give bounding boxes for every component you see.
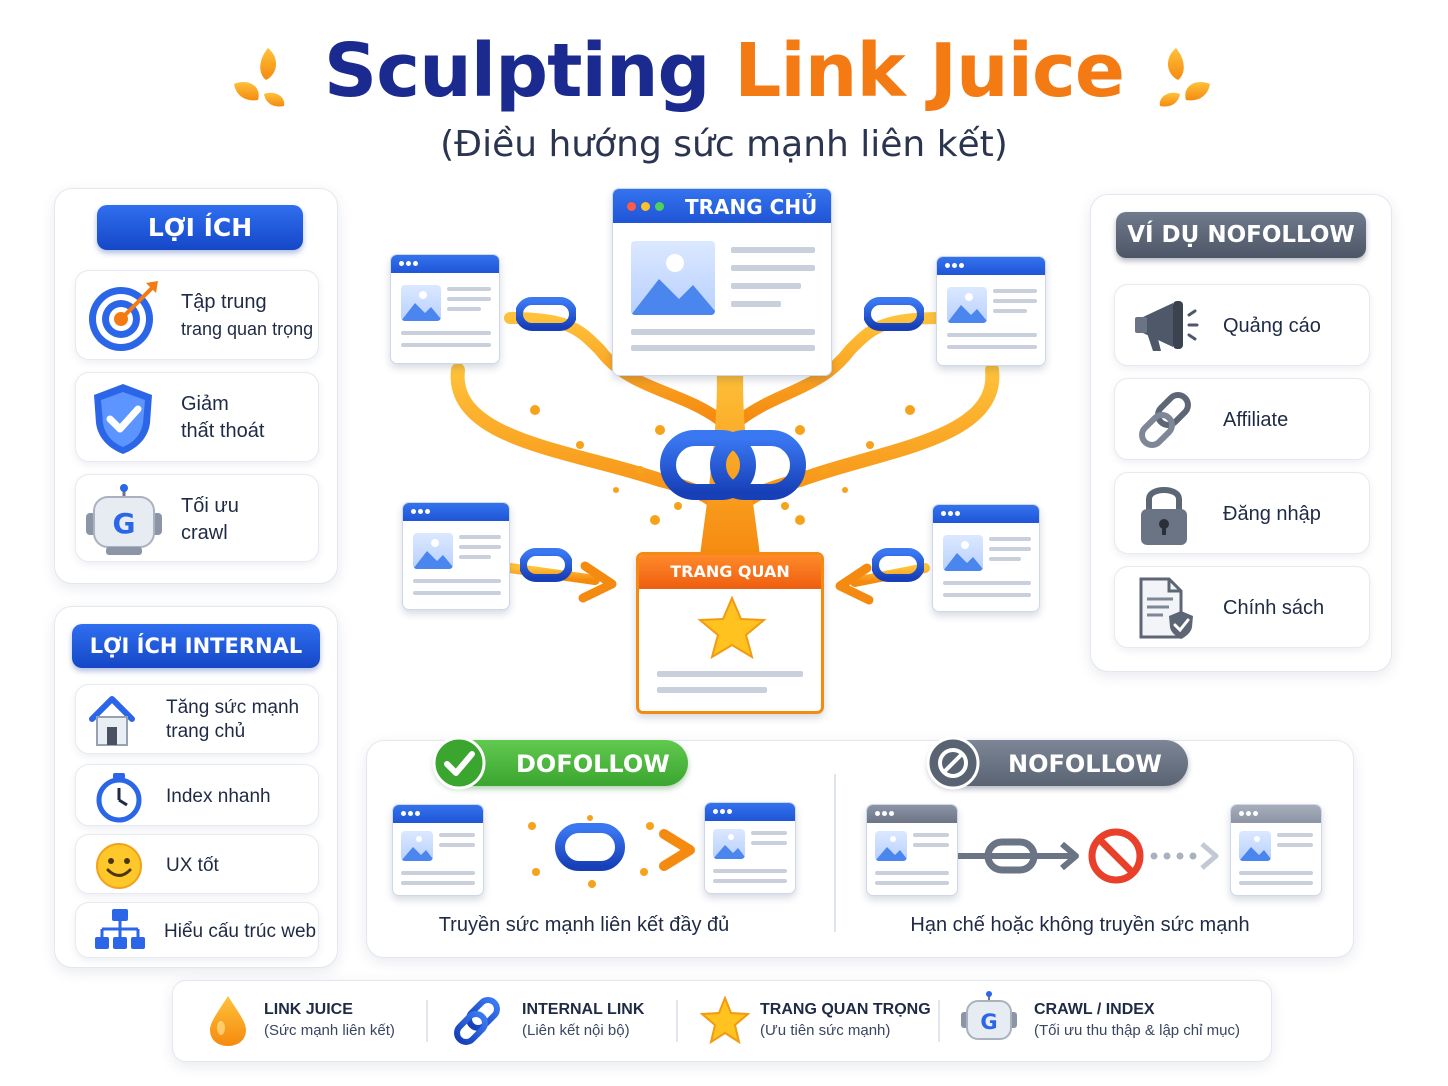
internal-link-header: LỢI ÍCH INTERNAL LINK bbox=[72, 624, 320, 702]
legend-divider bbox=[426, 1000, 428, 1042]
compare-divider bbox=[834, 774, 836, 932]
nofollow-badge: NOFOLLOW bbox=[926, 736, 1188, 790]
legend-link-juice-sub: (Sức mạnh liên kết) bbox=[264, 1022, 395, 1039]
smiley-icon bbox=[96, 843, 142, 889]
link-icon bbox=[454, 997, 500, 1045]
legend-crawl-index-title: CRAWL / INDEX bbox=[1034, 1001, 1155, 1018]
juice-splash-icon bbox=[234, 48, 285, 107]
stopwatch-icon bbox=[96, 773, 142, 823]
legend-important-page-title: TRANG QUAN TRỌNG bbox=[760, 1001, 931, 1018]
page-window-mid-right bbox=[932, 504, 1040, 612]
chain-link-icon bbox=[864, 297, 924, 331]
dofollow-badge: DOFOLLOW bbox=[432, 736, 688, 790]
svg-text:G: G bbox=[980, 1010, 997, 1034]
juice-splash-icon bbox=[1159, 48, 1210, 107]
home-page-window: TRANG CHỦ bbox=[612, 188, 832, 376]
nofollow-item-policy: Chính sách bbox=[1114, 566, 1370, 648]
google-robot-icon: G bbox=[86, 484, 162, 555]
chain-link-icon bbox=[1139, 392, 1191, 448]
internal-item-index: Index nhanh bbox=[75, 764, 319, 826]
legend-internal-link-sub: (Liên kết nội bộ) bbox=[522, 1022, 630, 1039]
legend-link-juice-title: LINK JUICE bbox=[264, 1001, 353, 1018]
benefit-item-reduce-loss: Giảm thất thoát bbox=[75, 372, 319, 462]
legend-divider bbox=[938, 1000, 940, 1042]
important-page-label: TRANG QUAN TRỌNG bbox=[639, 555, 821, 615]
svg-text:G: G bbox=[113, 507, 136, 540]
chain-link-icon bbox=[872, 548, 924, 582]
sitemap-icon bbox=[95, 909, 145, 949]
home-icon bbox=[89, 696, 135, 746]
dofollow-link-arrow bbox=[484, 815, 695, 888]
benefit-item-crawl: G Tối ưu crawl bbox=[75, 474, 319, 562]
nofollow-caption: Hạn chế hoặc không truyền sức mạnh bbox=[910, 914, 1250, 936]
star-icon bbox=[700, 996, 750, 1044]
juice-droplets bbox=[530, 405, 915, 525]
nofollow-link-blocked bbox=[958, 828, 1219, 884]
google-robot-icon: G bbox=[961, 991, 1017, 1040]
prohibited-icon bbox=[926, 736, 980, 790]
page-window-top-left bbox=[390, 254, 500, 364]
juice-drop-icon bbox=[210, 996, 246, 1046]
nofollow-item-ads: Quảng cáo bbox=[1114, 284, 1370, 366]
home-page-label: TRANG CHỦ bbox=[685, 195, 818, 219]
internal-item-structure: Hiểu cấu trúc web bbox=[75, 902, 319, 958]
nofollow-examples-header: VÍ DỤ NOFOLLOW bbox=[1116, 212, 1366, 258]
legend-crawl-index-sub: (Tối ưu thu thập & lập chỉ mục) bbox=[1034, 1022, 1240, 1039]
benefits-header: LỢI ÍCH bbox=[97, 205, 303, 250]
image-placeholder-icon bbox=[631, 241, 715, 315]
dofollow-caption: Truyền sức mạnh liên kết đầy đủ bbox=[438, 914, 730, 936]
dofollow-source-page bbox=[392, 804, 484, 896]
blocked-icon bbox=[1088, 828, 1144, 884]
dofollow-target-page bbox=[704, 802, 796, 894]
megaphone-icon bbox=[1135, 301, 1199, 351]
link-juice-flow-diagram bbox=[450, 312, 1000, 605]
internal-item-home: Tăng sức mạnh trang chủ bbox=[75, 684, 319, 754]
padlock-icon bbox=[1141, 487, 1187, 545]
policy-document-icon bbox=[1139, 577, 1193, 639]
target-icon bbox=[89, 281, 158, 351]
legend-internal-link-title: INTERNAL LINK bbox=[522, 1001, 645, 1018]
nofollow-item-login: Đăng nhập bbox=[1114, 472, 1370, 554]
legend-divider bbox=[676, 1000, 678, 1042]
internal-item-ux: UX tốt bbox=[75, 834, 319, 894]
central-chain-icon bbox=[660, 430, 806, 500]
nofollow-item-affiliate: Affiliate bbox=[1114, 378, 1370, 460]
check-circle-icon bbox=[432, 736, 486, 790]
star-icon bbox=[697, 595, 767, 660]
page-subtitle: (Điều hướng sức mạnh liên kết) bbox=[440, 124, 1008, 165]
legend-important-page-sub: (Ưu tiên sức mạnh) bbox=[760, 1022, 891, 1039]
nofollow-source-page bbox=[866, 804, 958, 896]
chain-link-icon bbox=[520, 548, 572, 582]
page-title: Sculpting Link Juice bbox=[323, 28, 1125, 114]
important-page-window: TRANG QUAN TRỌNG bbox=[636, 552, 824, 714]
page-window-top-right bbox=[936, 256, 1046, 366]
nofollow-target-page bbox=[1230, 804, 1322, 896]
page-window-mid-left bbox=[402, 502, 510, 610]
benefit-item-focus: Tập trung trang quan trọng bbox=[75, 270, 319, 360]
shield-check-icon bbox=[94, 384, 152, 454]
chain-link-icon bbox=[516, 297, 576, 331]
